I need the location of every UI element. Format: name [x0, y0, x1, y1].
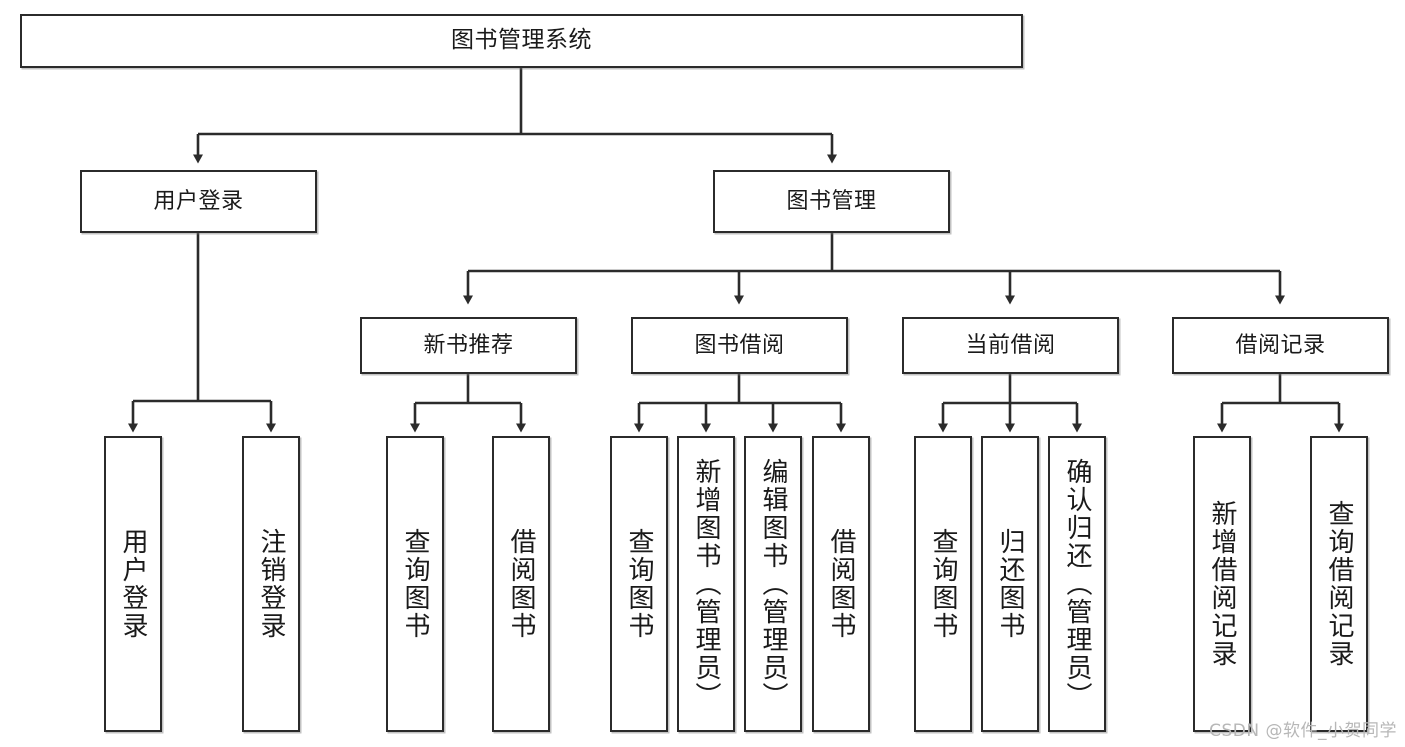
leaf-return-book[interactable]: 归还图书 [981, 436, 1039, 732]
leaf-query-book-2[interactable]: 查询图书 [610, 436, 668, 732]
leaf-user-login[interactable]: 用户登录 [104, 436, 162, 732]
leaf-add-borrow-record-label: 新增借阅记录 [1207, 500, 1237, 668]
leaf-query-book-1-label: 查询图书 [400, 528, 430, 640]
leaf-edit-book-admin[interactable]: 编辑图书（管理员） [744, 436, 802, 732]
node-user-login-label: 用户登录 [153, 188, 244, 214]
node-root-label: 图书管理系统 [451, 27, 592, 54]
leaf-query-book-3[interactable]: 查询图书 [914, 436, 972, 732]
leaf-logout-label: 注销登录 [256, 528, 286, 640]
node-user-login[interactable]: 用户登录 [80, 170, 317, 233]
leaf-logout[interactable]: 注销登录 [242, 436, 300, 732]
node-book-management-label: 图书管理 [786, 188, 877, 214]
node-book-borrow-label: 图书借阅 [694, 332, 785, 358]
leaf-borrow-book-2-label: 借阅图书 [826, 528, 856, 640]
node-new-book-recommend[interactable]: 新书推荐 [360, 317, 577, 374]
leaf-add-borrow-record[interactable]: 新增借阅记录 [1193, 436, 1251, 732]
leaf-query-borrow-record-label: 查询借阅记录 [1324, 500, 1354, 668]
leaf-query-book-3-label: 查询图书 [928, 528, 958, 640]
node-book-borrow[interactable]: 图书借阅 [631, 317, 848, 374]
leaf-add-book-admin[interactable]: 新增图书（管理员） [677, 436, 735, 732]
leaf-user-login-label: 用户登录 [118, 528, 148, 640]
node-new-book-recommend-label: 新书推荐 [423, 332, 514, 358]
leaf-query-book-2-label: 查询图书 [624, 528, 654, 640]
node-borrow-record-label: 借阅记录 [1235, 332, 1326, 358]
leaf-edit-book-admin-label: 编辑图书（管理员） [758, 458, 788, 710]
node-borrow-record[interactable]: 借阅记录 [1172, 317, 1389, 374]
leaf-query-book-1[interactable]: 查询图书 [386, 436, 444, 732]
node-book-management[interactable]: 图书管理 [713, 170, 950, 233]
leaf-add-book-admin-label: 新增图书（管理员） [691, 458, 721, 710]
leaf-borrow-book-1[interactable]: 借阅图书 [492, 436, 550, 732]
leaf-confirm-return-admin-label: 确认归还（管理员） [1062, 458, 1092, 710]
node-root[interactable]: 图书管理系统 [20, 14, 1023, 68]
leaf-borrow-book-1-label: 借阅图书 [506, 528, 536, 640]
leaf-return-book-label: 归还图书 [995, 528, 1025, 640]
node-current-borrow-label: 当前借阅 [965, 332, 1056, 358]
leaf-borrow-book-2[interactable]: 借阅图书 [812, 436, 870, 732]
csdn-watermark: CSDN @软件_小贺同学 [1209, 721, 1397, 741]
leaf-confirm-return-admin[interactable]: 确认归还（管理员） [1048, 436, 1106, 732]
node-current-borrow[interactable]: 当前借阅 [902, 317, 1119, 374]
leaf-query-borrow-record[interactable]: 查询借阅记录 [1310, 436, 1368, 732]
